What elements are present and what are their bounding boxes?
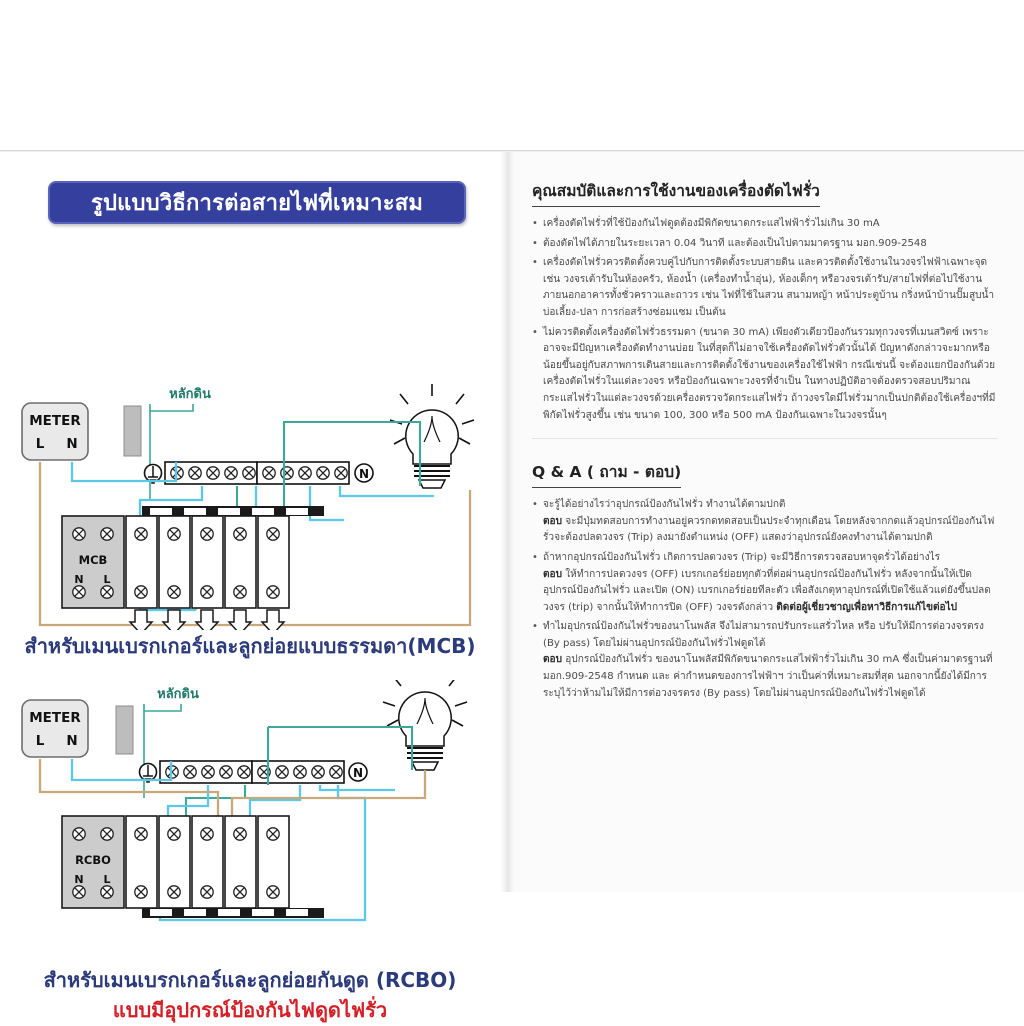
qa-answer-label: ตอบ bbox=[543, 654, 563, 666]
mcb-label: MCB bbox=[79, 553, 108, 567]
features-list: เครื่องตัดไฟรั่วที่ใช้ป้องกันไฟดูดต้องมี… bbox=[532, 216, 998, 424]
meter-box: METER L N bbox=[21, 402, 89, 461]
qa-answer: ตอบ ให้ทำการปลดวงจร (OFF) เบรกเกอร์ย่อยท… bbox=[543, 567, 998, 617]
qa-question: ถ้าหากอุปกรณ์ป้องกันไฟรั่ว เกิดการปลดวงจ… bbox=[543, 551, 941, 563]
live-wires-2 bbox=[38, 759, 427, 816]
caption-rcbo-sub: แบบมีอุปกรณ์ป้องกันไฟดูดไฟรั่ว bbox=[112, 998, 388, 1022]
neutral-bar-badge-2: N bbox=[353, 766, 363, 780]
busbar bbox=[142, 506, 324, 516]
top-divider-rule bbox=[0, 150, 1024, 151]
mcb-n-label: N bbox=[74, 573, 83, 586]
list-item: ทำไมอุปกรณ์ป้องกันไฟรั่วของนาโนพลัส จึงไ… bbox=[532, 619, 998, 702]
right-text-panel: คุณสมบัติและการใช้งานของเครื่องตัดไฟรั่ว… bbox=[514, 152, 1024, 892]
main-title-banner: รูปแบบวิธีการต่อสายไฟที่เหมาะสม bbox=[48, 181, 466, 224]
qa-section: Q & A ( ถาม - ตอบ) จะรู้ได้อย่างไรว่าอุป… bbox=[532, 459, 998, 702]
features-heading: คุณสมบัติและการใช้งานของเครื่องตัดไฟรั่ว bbox=[532, 178, 820, 207]
breaker-bank: MCB N L bbox=[61, 515, 290, 630]
ground-rod-group: หลักดิน bbox=[123, 387, 211, 500]
rcbo-label: RCBO bbox=[75, 853, 111, 867]
sub-breakers bbox=[125, 515, 290, 609]
qa-answer-label: ตอบ bbox=[543, 568, 563, 580]
left-diagram-panel: หลักดิน METER L N bbox=[0, 152, 500, 1022]
rcbo-l-label: L bbox=[103, 873, 110, 886]
qa-list: จะรู้ได้อย่างไรว่าอุปกรณ์ป้องกันไฟรั่ว ท… bbox=[532, 497, 998, 702]
diagram-mcb: หลักดิน METER L N bbox=[0, 380, 500, 630]
qa-question: จะรู้ได้อย่างไรว่าอุปกรณ์ป้องกันไฟรั่ว ท… bbox=[543, 499, 786, 511]
meter-n-label: N bbox=[66, 436, 77, 452]
terminal-bars-2: N bbox=[138, 760, 368, 784]
list-item: ไม่ควรติดตั้งเครื่องตัดไฟรั่วธรรมดา (ขนา… bbox=[532, 325, 998, 425]
list-item: เครื่องตัดไฟรั่วที่ใช้ป้องกันไฟดูดต้องมี… bbox=[532, 216, 998, 233]
caption-rcbo: สำหรับเมนเบรกเกอร์และลูกย่อยกันดูด (RCBO… bbox=[43, 968, 457, 992]
light-bulb bbox=[389, 384, 475, 489]
diagram-rcbo: หลักดิน METER L N bbox=[0, 680, 500, 932]
breaker-bank-2: RCBO N L bbox=[61, 815, 324, 918]
qa-answer: ตอบ อุปกรณ์ป้องกันไฟรั่ว ของนาโนพลัสมีพิ… bbox=[543, 652, 998, 702]
terminal-bars: N bbox=[143, 461, 374, 485]
list-item: ถ้าหากอุปกรณ์ป้องกันไฟรั่ว เกิดการปลดวงจ… bbox=[532, 550, 998, 616]
load-arrows bbox=[128, 609, 286, 630]
meter-n-label-2: N bbox=[66, 733, 77, 749]
caption-mcb: สำหรับเมนเบรกเกอร์และลูกย่อยแบบธรรมดา(MC… bbox=[24, 634, 476, 658]
meter-label-2: METER bbox=[29, 710, 81, 726]
ground-rod-label: หลักดิน bbox=[169, 387, 211, 402]
list-item: จะรู้ได้อย่างไรว่าอุปกรณ์ป้องกันไฟรั่ว ท… bbox=[532, 497, 998, 547]
ground-wires bbox=[235, 420, 422, 510]
neutral-bar-badge: N bbox=[359, 467, 369, 481]
qa-heading: Q & A ( ถาม - ตอบ) bbox=[532, 459, 682, 489]
meter-box-2: METER L N bbox=[21, 699, 89, 758]
ground-rod-group-2: หลักดิน bbox=[115, 687, 199, 798]
features-section: คุณสมบัติและการใช้งานของเครื่องตัดไฟรั่ว… bbox=[532, 178, 998, 424]
meter-label: METER bbox=[29, 413, 81, 429]
main-title-text: รูปแบบวิธีการต่อสายไฟที่เหมาะสม bbox=[90, 191, 424, 216]
rcbo-n-label: N bbox=[74, 873, 83, 886]
qa-answer-emphasis: ติดต่อผู้เชี่ยวชาญเพื่อหาวิธีการแก้ไขต่อ… bbox=[776, 601, 958, 613]
qa-answer-text: ให้ทำการปลดวงจร (OFF) เบรกเกอร์ย่อยทุกตั… bbox=[543, 568, 991, 613]
top-divider-rule-soft bbox=[0, 151, 1024, 152]
qa-answer-label: ตอบ bbox=[543, 515, 563, 527]
qa-answer-text: จะมีปุ่มทดสอบการทำงานอยู่ควรกดทดสอบเป็นป… bbox=[543, 515, 995, 544]
list-item: ต้องตัดไฟได้ภายในระยะเวลา 0.04 วินาที แล… bbox=[532, 236, 998, 253]
panel-divider bbox=[500, 152, 514, 892]
light-bulb-2 bbox=[382, 680, 468, 771]
section-separator bbox=[532, 438, 998, 440]
content-columns: หลักดิน METER L N bbox=[0, 152, 1024, 1022]
ground-rod-label-2: หลักดิน bbox=[157, 687, 199, 702]
meter-l-label-2: L bbox=[36, 733, 45, 749]
mcb-l-label: L bbox=[103, 573, 110, 586]
meter-l-label: L bbox=[36, 436, 45, 452]
qa-answer: ตอบ จะมีปุ่มทดสอบการทำงานอยู่ควรกดทดสอบเ… bbox=[543, 514, 998, 547]
qa-answer-text: อุปกรณ์ป้องกันไฟรั่ว ของนาโนพลัสมีพิกัดข… bbox=[543, 654, 993, 699]
list-item: เครื่องตัดไฟรั่วควรติดตั้งควบคู่ไปกับการ… bbox=[532, 255, 998, 321]
qa-question: ทำไมอุปกรณ์ป้องกันไฟรั่วของนาโนพลัส จึงไ… bbox=[543, 621, 984, 649]
sub-breakers-2 bbox=[125, 815, 290, 909]
